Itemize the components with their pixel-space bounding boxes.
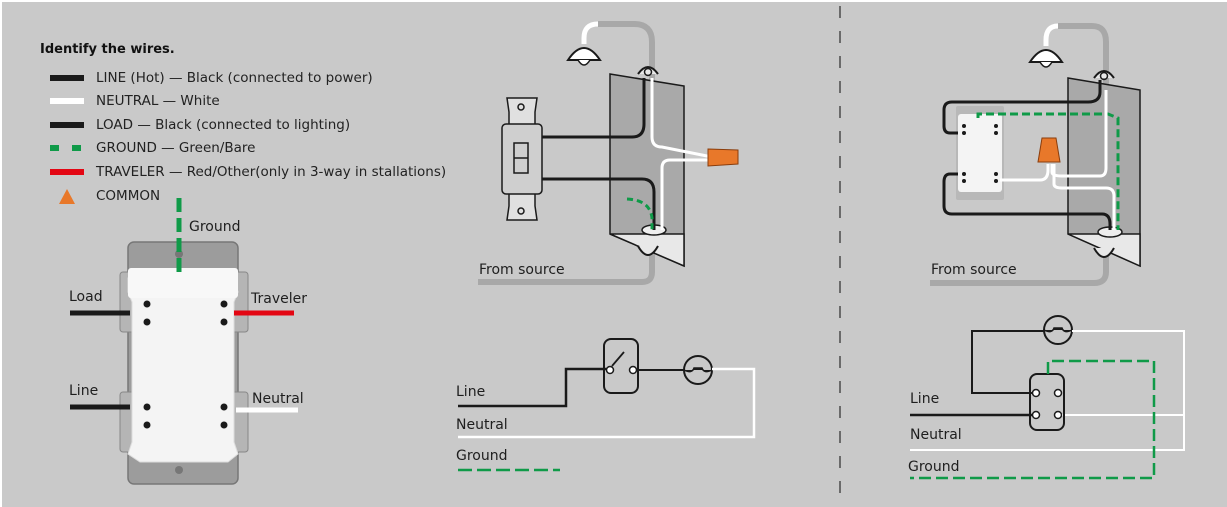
schematic-ground-wire (910, 359, 1156, 480)
device-load-label: Load (69, 289, 103, 305)
device-neutral-label: Neutral (252, 391, 304, 407)
wire-nut-icon (1037, 137, 1061, 163)
ground-wire (626, 197, 654, 230)
lamp-wire (1043, 23, 1059, 46)
traditional-schematic (458, 338, 756, 472)
legend-label: TRAVELER — Red/Other(only in 3-way in st… (96, 164, 447, 180)
ground-wire (976, 112, 1120, 230)
lamp-bulb-icon (577, 59, 591, 66)
wire-nut-icon (707, 148, 739, 167)
schematic-neutral-label-smart: Neutral (910, 427, 962, 443)
terminals (143, 300, 228, 429)
neutral-swatch (50, 98, 84, 104)
lamp-shade-icon (1028, 49, 1064, 63)
legend-label: LOAD — Black (connected to lighting) (96, 117, 351, 133)
schematic-neutral-wire (458, 367, 756, 439)
from-source-label-smart: From source (931, 262, 1017, 278)
switch-yoke-bottom (506, 191, 538, 221)
device-ground-label: Ground (189, 219, 241, 235)
smart-switch-body (958, 114, 1002, 192)
legend-item-traveler: TRAVELER — Red/Other(only in 3-way in st… (50, 163, 446, 181)
schematic-line-label-smart: Line (910, 391, 940, 407)
common-triangle-icon (59, 188, 75, 204)
device-line-label: Line (69, 383, 99, 399)
legend-label: GROUND — Green/Bare (96, 140, 256, 156)
schematic-switch (603, 338, 639, 394)
neutral-wire-switch (1000, 164, 1050, 182)
toggle-switch (501, 123, 543, 195)
legend-item-line: LINE (Hot) — Black (connected to power) (50, 69, 373, 87)
smart-switch-device (70, 198, 298, 485)
legend-item-load: LOAD — Black (connected to lighting) (50, 116, 350, 134)
legend-item-common: COMMON (50, 187, 160, 205)
schematic-neutral-label: Neutral (456, 417, 508, 433)
schematic-line-wire (458, 367, 608, 408)
from-source-label: From source (479, 262, 565, 278)
legend-item-ground: GROUND — Green/Bare (50, 139, 255, 157)
schematic-ground-label: Ground (456, 448, 508, 464)
box-ear-top (637, 66, 659, 75)
legend-label: LINE (Hot) — Black (connected to power) (96, 70, 373, 86)
mount-screw-bottom (175, 466, 183, 474)
smart-wiring-illustration (930, 23, 1141, 286)
ground-swatch (50, 145, 84, 151)
legend-item-neutral: NEUTRAL — White (50, 92, 220, 110)
schematic-load-wire (971, 330, 1044, 394)
switch-yoke-top (506, 97, 538, 127)
traditional-wiring-illustration (478, 21, 739, 285)
smart-schematic (910, 315, 1185, 480)
legend-label: COMMON (96, 188, 161, 204)
schematic-neutral-wire (910, 330, 1185, 451)
load-wire-black (942, 80, 1102, 135)
load-wire-black (542, 78, 646, 139)
legend-label: NEUTRAL — White (96, 93, 220, 109)
schematic-smart-switch (1029, 373, 1065, 431)
line-wire-black (942, 172, 1112, 230)
schematic-ground-label-smart: Ground (908, 459, 960, 475)
lamp-wire (581, 21, 599, 44)
neutral-wire-bottom (660, 158, 712, 230)
load-swatch (50, 122, 84, 128)
traveler-swatch (50, 169, 84, 175)
switch-top (128, 268, 238, 298)
line-wire-black (542, 177, 656, 230)
neutral-wire-source (1052, 164, 1116, 230)
device-traveler-label: Traveler (251, 291, 307, 307)
lamp-shade-icon (566, 47, 602, 61)
legend-title: Identify the wires. (40, 42, 175, 57)
line-swatch (50, 75, 84, 81)
neutral-wire-top (650, 78, 713, 159)
schematic-line-label: Line (456, 384, 486, 400)
lamp-bulb-icon (1039, 61, 1053, 68)
box-ear-bottom (637, 245, 659, 256)
